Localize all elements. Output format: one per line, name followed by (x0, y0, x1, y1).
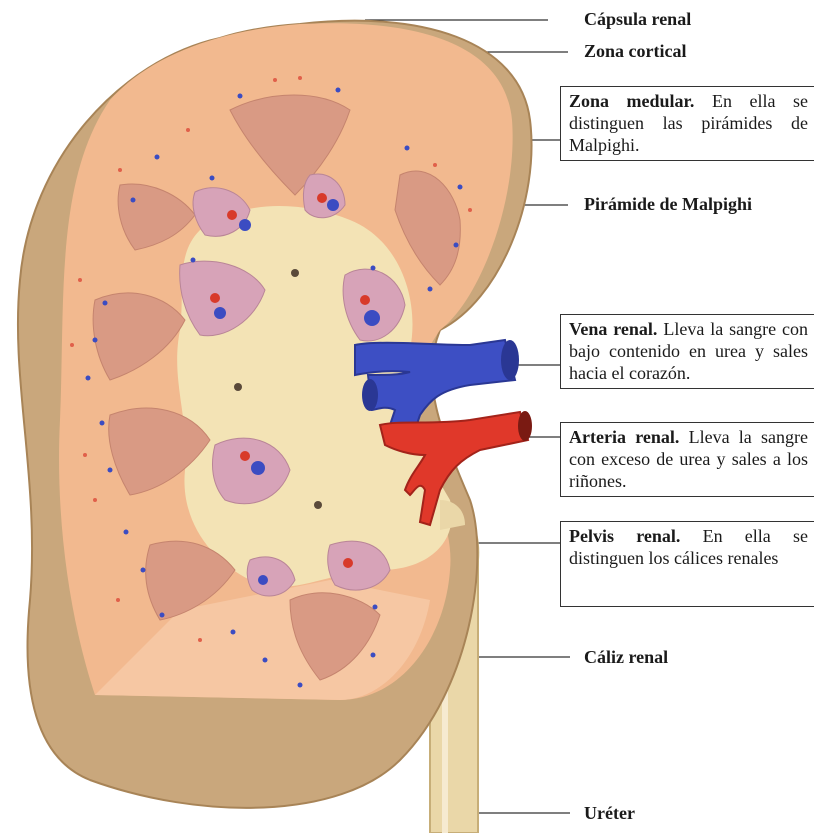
box-arteria-renal: Arteria renal. Lleva la sangre con exces… (560, 422, 814, 497)
box-pelvis-renal: Pelvis renal. En ella se distinguen los … (560, 521, 814, 607)
box-zona-medular-title: Zona medular. (569, 91, 694, 111)
box-zona-medular: Zona medular. En ella se distinguen las … (560, 86, 814, 161)
box-arteria-renal-title: Arteria renal. (569, 427, 679, 447)
label-ureter: Uréter (584, 802, 635, 824)
label-capsula-renal: Cápsula renal (584, 8, 691, 30)
box-vena-renal: Vena renal. Lleva la sangre con bajo con… (560, 314, 814, 389)
box-pelvis-renal-title: Pelvis renal. (569, 526, 680, 546)
box-vena-renal-title: Vena renal. (569, 319, 657, 339)
label-caliz-renal: Cáliz renal (584, 646, 668, 668)
label-zona-cortical: Zona cortical (584, 40, 686, 62)
label-piramide-malpighi: Pirámide de Malpighi (584, 193, 752, 215)
